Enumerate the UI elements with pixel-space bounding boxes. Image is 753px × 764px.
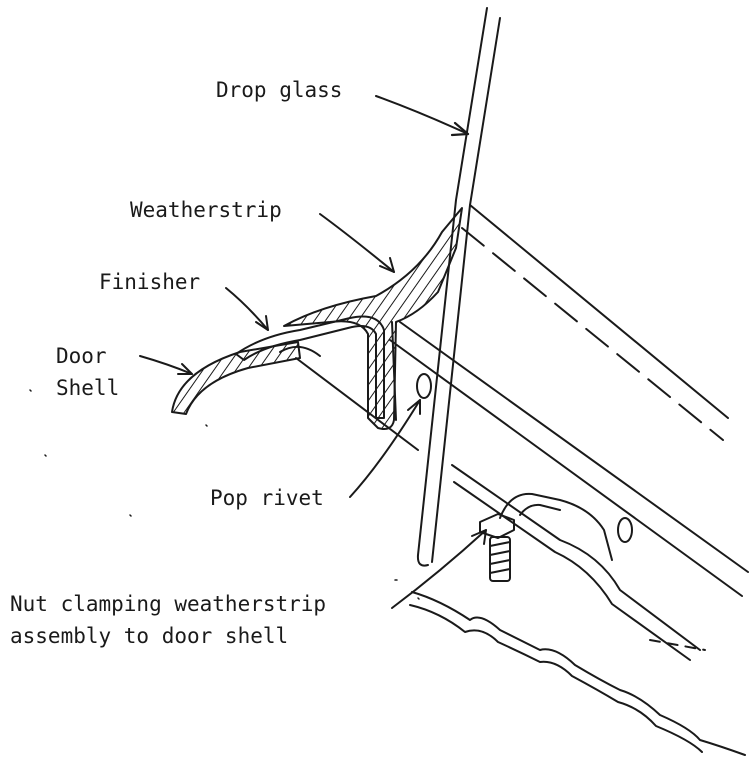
rivet-hole-lower bbox=[617, 517, 633, 543]
door-shell-profile bbox=[171, 341, 301, 415]
leader-weatherstrip bbox=[319, 213, 395, 273]
leader-pop-rivet bbox=[349, 399, 421, 498]
clamp-bracket bbox=[499, 492, 613, 561]
leader-nut bbox=[391, 529, 487, 609]
pop-rivet-hole bbox=[416, 373, 432, 399]
label-weatherstrip: Weatherstrip bbox=[130, 198, 282, 222]
weatherstrip-section bbox=[283, 207, 463, 430]
leader-drop-glass bbox=[375, 95, 470, 137]
scan-speckles bbox=[29, 389, 420, 600]
label-door-shell-line1: Door bbox=[56, 344, 107, 368]
label-pop-rivet: Pop rivet bbox=[210, 486, 324, 510]
finisher-strip bbox=[235, 315, 385, 419]
label-nut-line1: Nut clamping weatherstrip bbox=[10, 592, 327, 616]
door-shell-body bbox=[279, 345, 746, 756]
leader-door-shell bbox=[139, 355, 193, 375]
label-nut-line2: assembly to door shell bbox=[10, 624, 289, 648]
leader-finisher bbox=[225, 287, 269, 331]
label-drop-glass: Drop glass bbox=[216, 78, 343, 102]
label-finisher: Finisher bbox=[99, 270, 201, 294]
label-door-shell-line2: Shell bbox=[56, 376, 120, 400]
door-frame-panel bbox=[389, 204, 749, 597]
clamp-bolt bbox=[479, 513, 515, 582]
